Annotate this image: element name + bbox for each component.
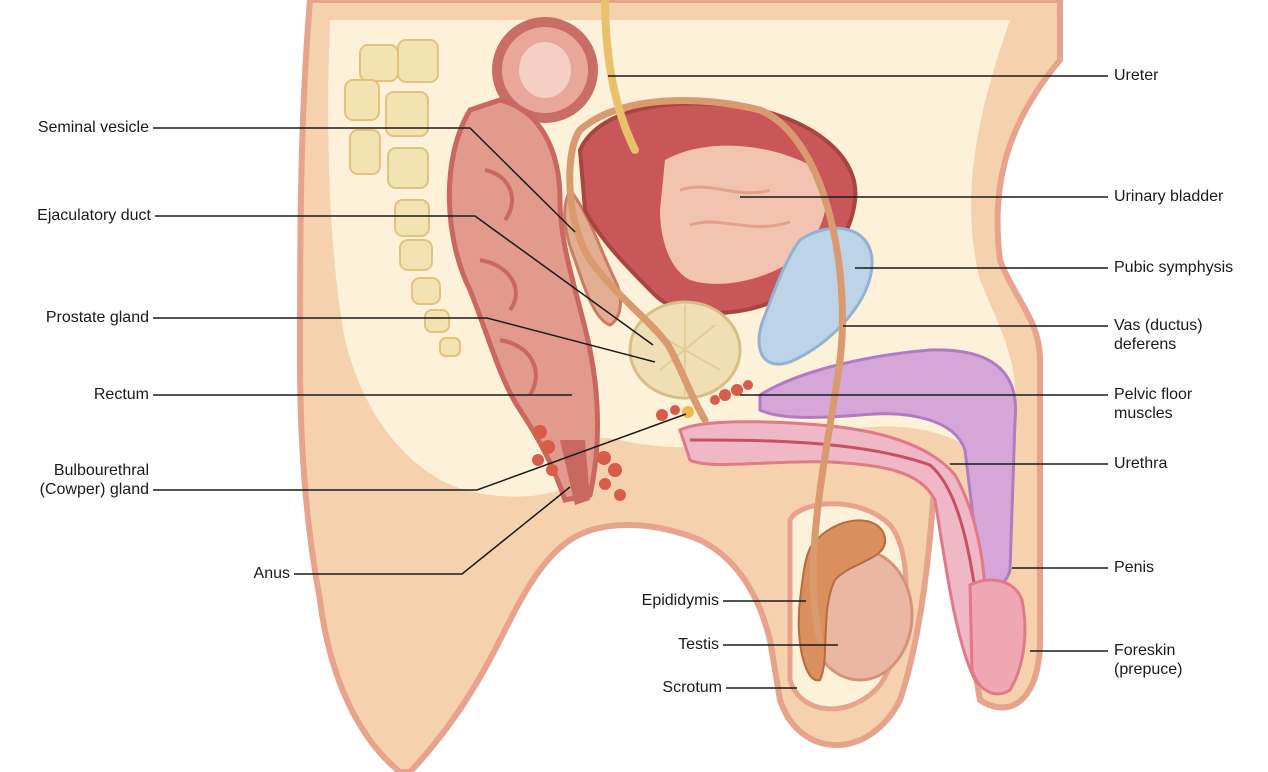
glans-shape bbox=[970, 580, 1025, 694]
label-scrotum: Scrotum bbox=[662, 678, 722, 697]
label-foreskin: Foreskin (prepuce) bbox=[1114, 641, 1182, 679]
label-urethra: Urethra bbox=[1114, 454, 1167, 473]
label-seminal-vesicle: Seminal vesicle bbox=[38, 118, 149, 137]
label-ejaculatory-duct: Ejaculatory duct bbox=[37, 206, 151, 225]
label-pelvic-floor-muscles: Pelvic floor muscles bbox=[1114, 385, 1192, 423]
label-bulbourethral-gland: Bulbourethral (Cowper) gland bbox=[40, 461, 149, 499]
bulbourethral-gland-shape bbox=[682, 406, 694, 418]
label-ureter: Ureter bbox=[1114, 66, 1158, 85]
label-vas-deferens: Vas (ductus) deferens bbox=[1114, 316, 1203, 354]
colon-lumen bbox=[519, 42, 571, 98]
label-pubic-symphysis: Pubic symphysis bbox=[1114, 258, 1233, 277]
label-testis: Testis bbox=[678, 635, 719, 654]
label-anus: Anus bbox=[254, 564, 290, 583]
label-prostate-gland: Prostate gland bbox=[46, 308, 149, 327]
label-penis: Penis bbox=[1114, 558, 1154, 577]
label-urinary-bladder: Urinary bladder bbox=[1114, 187, 1223, 206]
label-epididymis: Epididymis bbox=[642, 591, 719, 610]
label-rectum: Rectum bbox=[94, 385, 149, 404]
